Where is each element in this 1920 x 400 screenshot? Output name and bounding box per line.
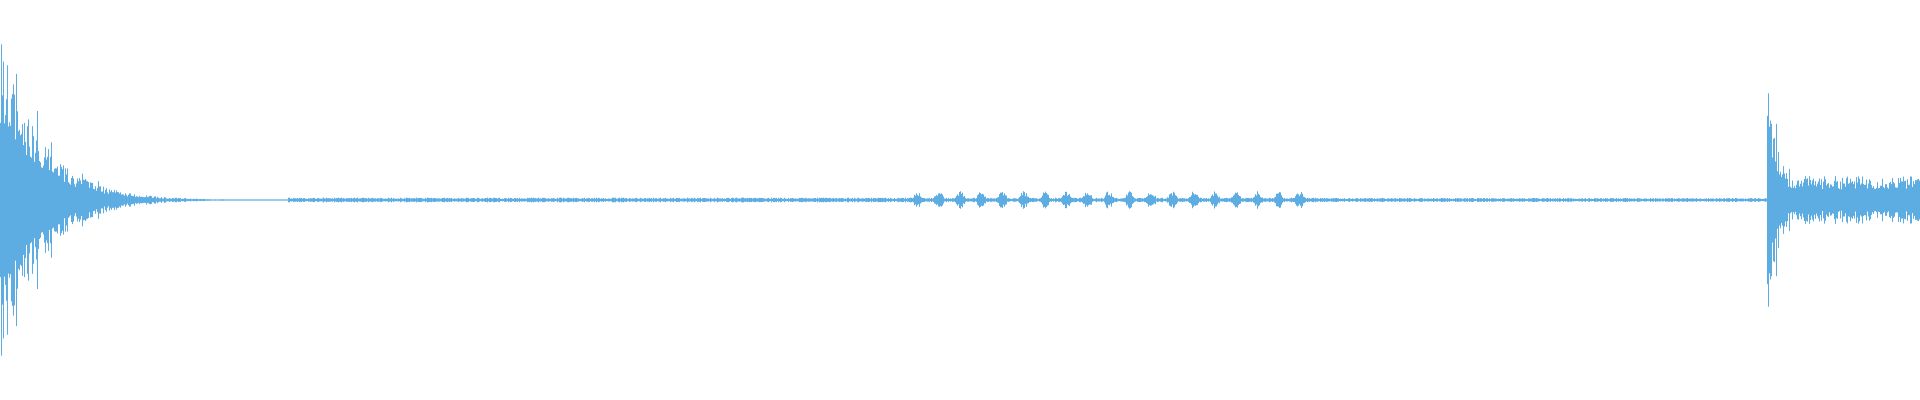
waveform-bars xyxy=(0,44,1920,356)
